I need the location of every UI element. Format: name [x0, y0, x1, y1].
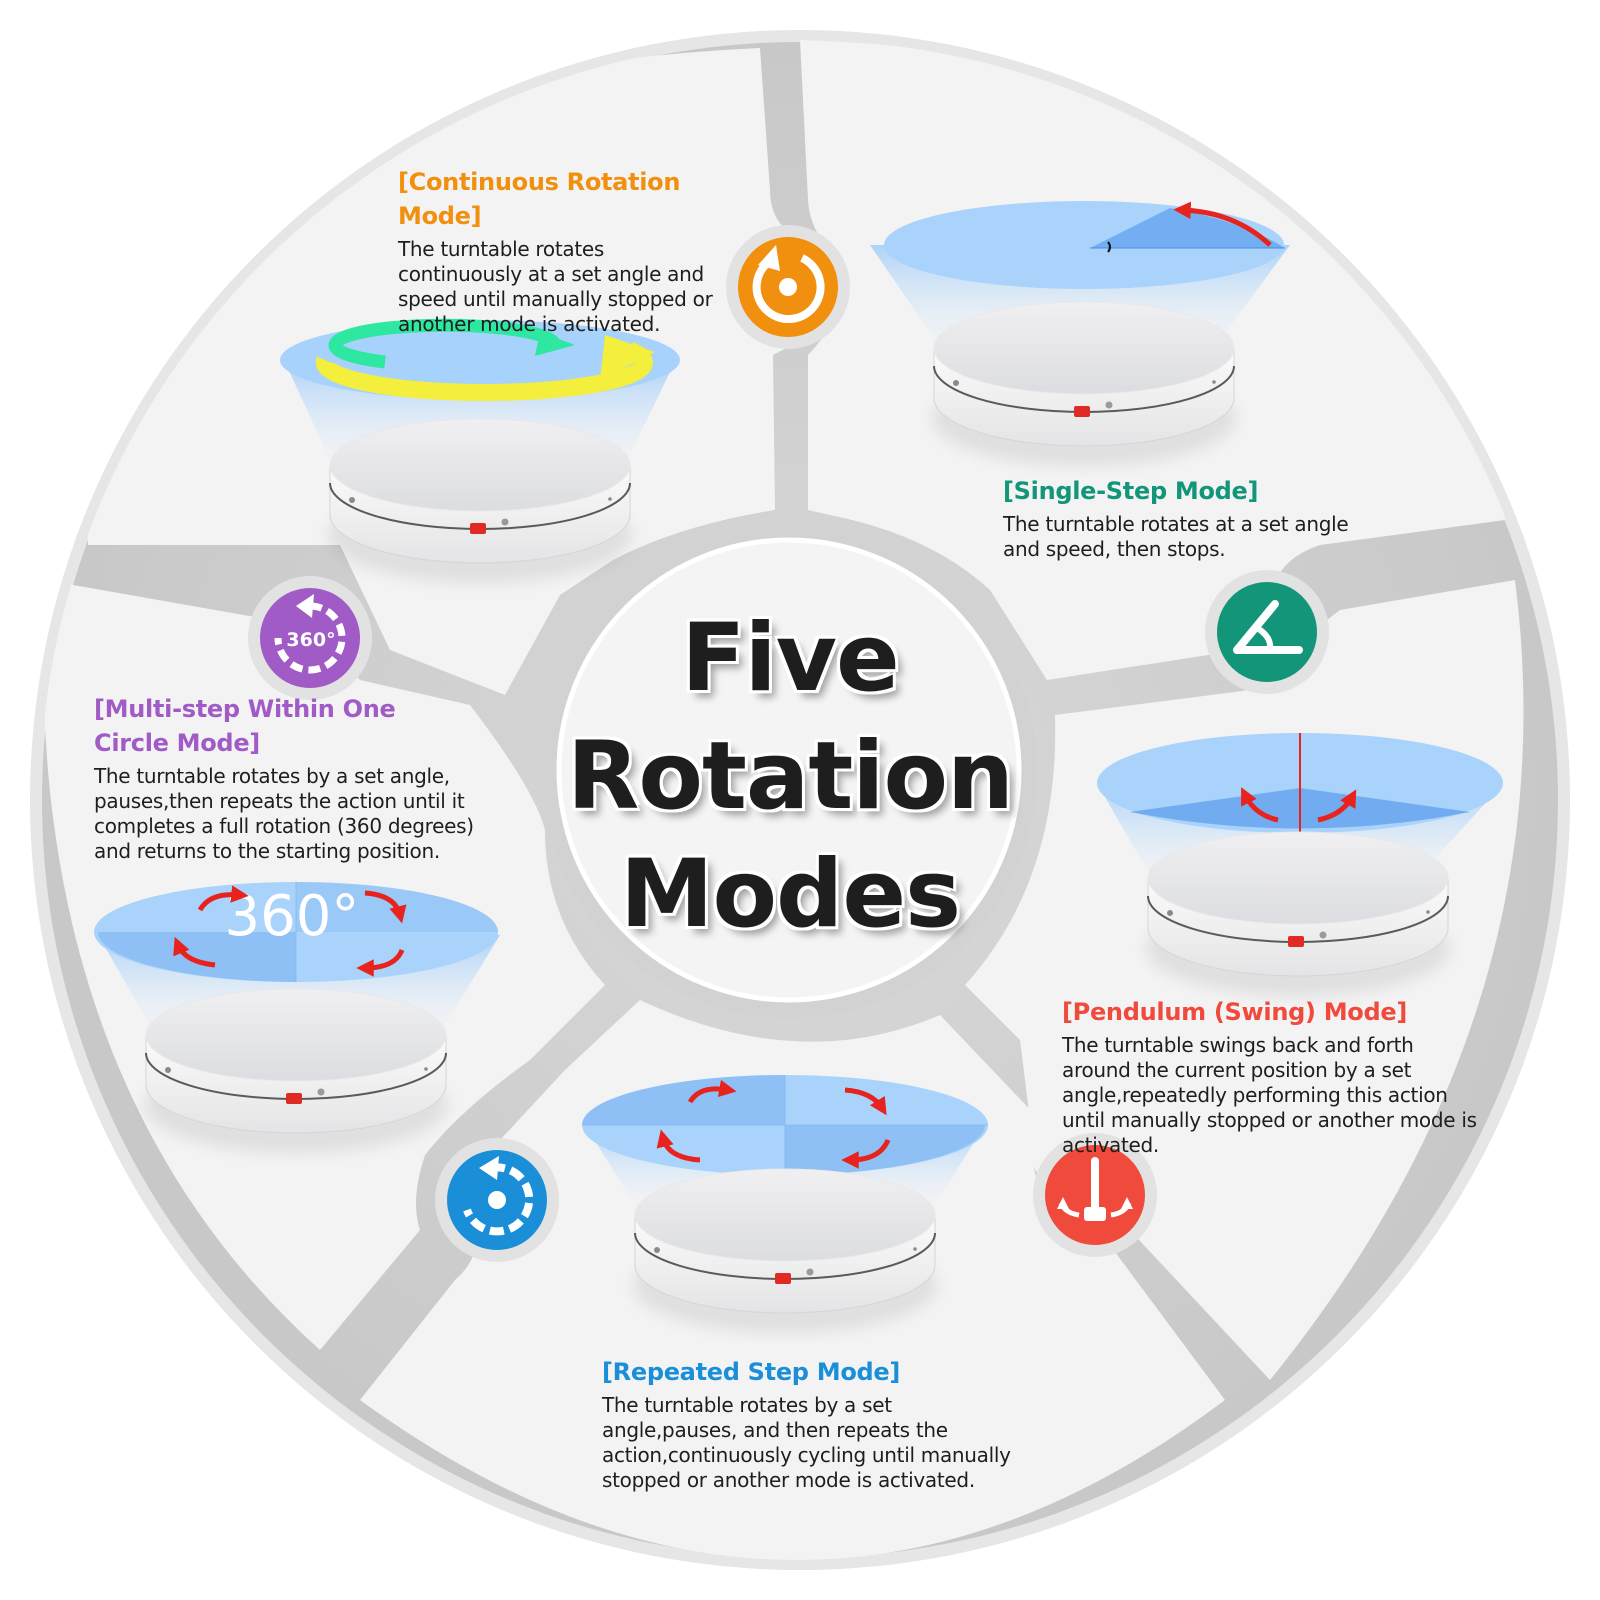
repeated-step-illustration	[582, 1075, 988, 1333]
page-title: Five Rotation Modes	[555, 600, 1025, 954]
mode-continuous: [Continuous Rotation Mode] The turntable…	[398, 165, 738, 337]
plate-360-label: 360°	[225, 884, 360, 949]
mode-repeated-step: [Repeated Step Mode] The turntable rotat…	[602, 1355, 1032, 1493]
mode-title: [Pendulum (Swing) Mode]	[1062, 998, 1408, 1026]
pendulum-illustration	[1097, 733, 1503, 996]
multi-step-360-icon: 360°	[248, 576, 372, 700]
title-line-2: Rotation	[567, 722, 1014, 831]
mode-pendulum: [Pendulum (Swing) Mode] The turntable sw…	[1062, 995, 1492, 1158]
mode-description: The turntable rotates by a set angle,pau…	[602, 1393, 1011, 1492]
title-line-1: Five	[681, 604, 899, 713]
mode-description: The turntable rotates continuously at a …	[398, 237, 713, 336]
icon-360-label: 360°	[286, 629, 335, 651]
mode-title: [Multi-step Within One Circle Mode]	[94, 695, 396, 757]
continuous-rotation-icon	[726, 225, 850, 349]
single-step-illustration	[870, 201, 1290, 466]
continuous-illustration	[280, 318, 680, 583]
center-disc	[556, 537, 1022, 1003]
mode-description: The turntable rotates at a set angle and…	[1003, 512, 1349, 561]
mode-title: [Single-Step Mode]	[1003, 477, 1259, 505]
mode-multi-step: [Multi-step Within One Circle Mode] The …	[94, 692, 494, 864]
repeated-step-icon	[435, 1138, 559, 1262]
mode-title: [Repeated Step Mode]	[602, 1358, 901, 1386]
angle-icon	[1205, 570, 1329, 694]
pendulum-swing-icon	[1033, 1133, 1157, 1257]
mode-title: [Continuous Rotation Mode]	[398, 168, 681, 230]
multi-step-illustration: 360°	[94, 882, 500, 1153]
mode-description: The turntable swings back and forth arou…	[1062, 1033, 1477, 1157]
mode-single-step: [Single-Step Mode] The turntable rotates…	[1003, 474, 1383, 562]
title-line-3: Modes	[619, 840, 961, 949]
mode-description: The turntable rotates by a set angle, pa…	[94, 764, 474, 863]
